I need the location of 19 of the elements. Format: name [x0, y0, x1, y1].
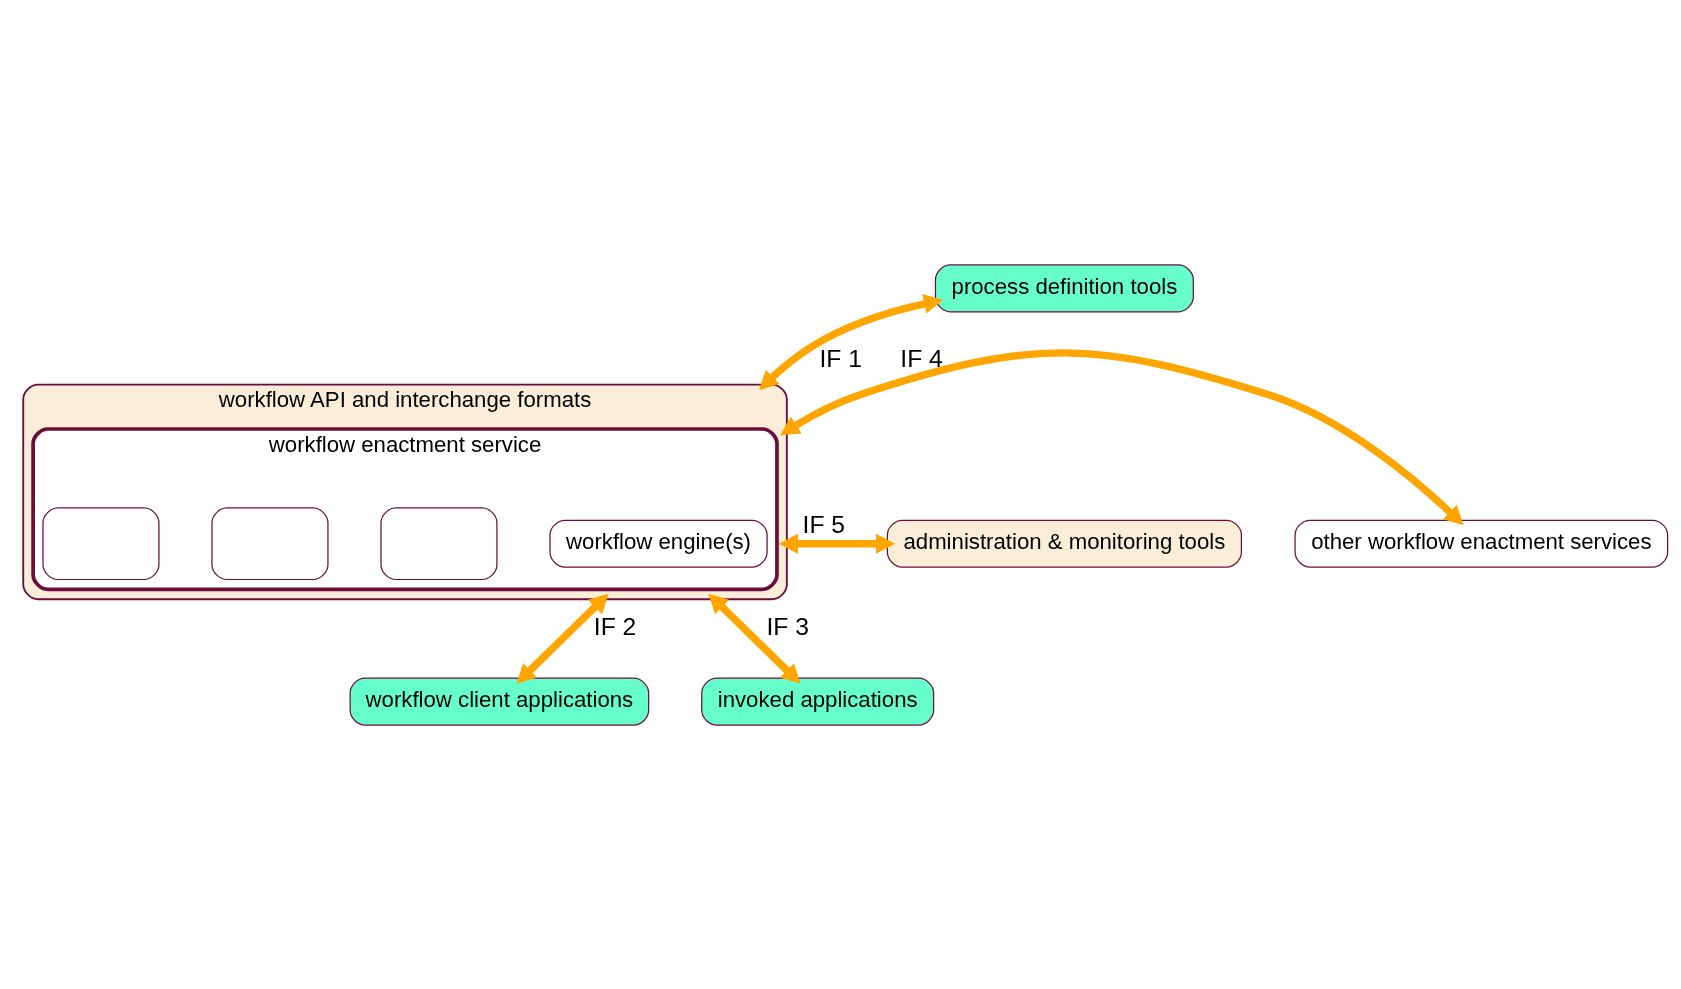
node-box: workflow engine(s): [549, 519, 768, 568]
edge-label: IF 4: [900, 344, 943, 372]
edge-label: IF 1: [819, 344, 863, 372]
node-box: invoked applications: [701, 677, 935, 726]
arrow: [516, 593, 609, 684]
arrow: [778, 533, 896, 554]
arrow: [708, 593, 801, 684]
arrow: [759, 293, 944, 390]
arrow: [780, 348, 1464, 525]
node-box: process definition tools: [934, 263, 1194, 312]
node-box: [211, 506, 329, 580]
node-box: administration & monitoring tools: [886, 519, 1243, 568]
edge-label: IF 5: [802, 510, 846, 538]
node-box: [380, 506, 498, 580]
node-box: other workflow enactment services: [1294, 519, 1669, 568]
node-box: [42, 506, 160, 580]
edge-label: IF 3: [766, 612, 809, 640]
node-box: workflow client applications: [349, 677, 650, 726]
edge-label: IF 2: [593, 612, 637, 640]
